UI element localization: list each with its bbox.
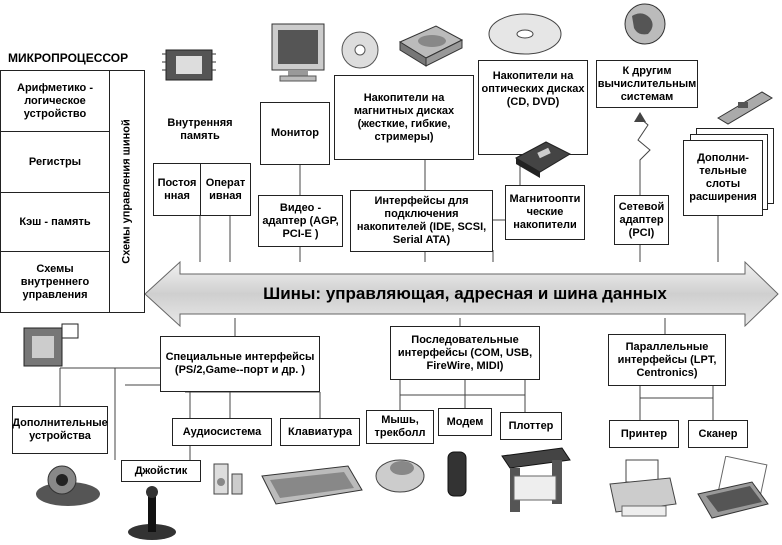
microchip-icon — [23, 323, 79, 367]
device-audio: Аудиосистема — [172, 418, 272, 446]
memory-rom: Постоя нная — [153, 163, 201, 216]
special-interfaces-box: Специальные интерфейсы (PS/2,Game--порт … — [160, 336, 320, 392]
bus-arrow — [144, 260, 779, 328]
cpu-registers: Регистры — [0, 131, 110, 193]
modem-icon — [447, 451, 467, 497]
cpu-registers-label: Регистры — [28, 155, 82, 168]
network-adapter-label: Сетевой адаптер (PCI) — [618, 200, 665, 239]
device-printer: Принтер — [609, 420, 679, 448]
device-printer-label: Принтер — [620, 427, 668, 440]
device-joystick: Джойстик — [121, 460, 201, 482]
network-adapter-box: Сетевой адаптер (PCI) — [614, 195, 669, 245]
memory-rom-label: Постоя нная — [157, 176, 197, 202]
keyboard-icon — [261, 465, 363, 505]
monitor-icon — [271, 23, 325, 82]
memory-ram-label: Операт ивная — [205, 176, 246, 202]
device-mouse: Мышь, трекболл — [366, 410, 434, 444]
memory-title: Внутренняя память — [167, 117, 233, 142]
expansion-slots-label: Дополни- тельные слоты расширения — [689, 152, 757, 203]
monitor-label: Монитор — [271, 127, 319, 139]
floppy-icon — [514, 141, 572, 178]
magnetic-drives-box: Накопители на магнитных дисках (жесткие,… — [334, 75, 474, 160]
special-interfaces-label: Специальные интерфейсы (PS/2,Game--порт … — [165, 351, 315, 376]
video-adapter-box: Видео - адаптер (AGP, PCI-E ) — [258, 195, 343, 247]
cpu-cache: Кэш - память — [0, 192, 110, 252]
cpu-control-label: Схемы внутреннего управления — [20, 262, 90, 301]
cpu-bus-control: Схемы управления шиной — [109, 70, 145, 313]
cpu-cache-label: Кэш - память — [19, 215, 91, 228]
memory-ram: Операт ивная — [200, 163, 251, 216]
parallel-interfaces-box: Параллельные интерфейсы (LPT, Centronics… — [608, 334, 726, 386]
device-additional: Дополнительные устройства — [12, 406, 108, 454]
device-joystick-label: Джойстик — [134, 464, 188, 477]
device-keyboard-label: Клавиатура — [288, 425, 352, 438]
optical-disc-icon — [488, 13, 562, 55]
device-scanner: Сканер — [688, 420, 748, 448]
optical-drives-box: Накопители на оптических дисках (CD, DVD… — [478, 60, 588, 155]
expansion-card-icon — [717, 91, 773, 125]
device-modem: Модем — [438, 408, 492, 436]
drive-interfaces-label: Интерфейсы для подключения накопителей (… — [356, 195, 487, 246]
video-adapter-label: Видео - адаптер (AGP, PCI-E ) — [262, 201, 339, 240]
parallel-interfaces-label: Параллельные интерфейсы (LPT, Centronics… — [617, 340, 717, 379]
cd-icon — [341, 31, 379, 69]
device-plotter: Плоттер — [500, 412, 562, 440]
scanner-icon — [697, 456, 769, 519]
cpu-bus-control-label: Схемы управления шиной — [120, 119, 133, 264]
drive-interfaces-box: Интерфейсы для подключения накопителей (… — [350, 190, 493, 252]
cpu-chip-icon — [162, 49, 216, 81]
speakers-icon — [213, 463, 243, 495]
serial-interfaces-box: Последовательные интерфейсы (COM, USB, F… — [390, 326, 540, 380]
globe-icon — [624, 3, 666, 45]
device-keyboard: Клавиатура — [280, 418, 360, 446]
cpu-alu: Арифметико - логическое устройство — [0, 70, 110, 132]
device-plotter-label: Плоттер — [508, 419, 554, 432]
cpu-alu-label: Арифметико - логическое устройство — [17, 81, 93, 120]
serial-interfaces-label: Последовательные интерфейсы (COM, USB, F… — [397, 333, 533, 372]
magnetic-drives-label: Накопители на магнитных дисках (жесткие,… — [353, 91, 455, 143]
optical-drives-label: Накопители на оптических дисках (CD, DVD… — [481, 70, 585, 108]
cpu-control: Схемы внутреннего управления — [0, 251, 110, 313]
printer-icon — [609, 459, 677, 517]
other-systems-label: К другим вычислительным системам — [597, 64, 697, 103]
other-systems-box: К другим вычислительным системам — [596, 60, 698, 108]
hard-disk-icon — [398, 25, 464, 67]
magneto-optical-label: Магнитоопти ческие накопители — [509, 193, 581, 231]
magneto-optical-box: Магнитоопти ческие накопители — [505, 185, 585, 240]
plotter-icon — [501, 447, 571, 512]
joystick-icon — [128, 486, 176, 540]
cpu-title: МИКРОПРОЦЕССОР — [8, 51, 129, 65]
device-additional-label: Дополнительные устройства — [12, 417, 108, 442]
device-modem-label: Модем — [446, 415, 484, 428]
bus-label: Шины: управляющая, адресная и шина данны… — [263, 284, 667, 303]
device-audio-label: Аудиосистема — [182, 425, 262, 438]
webcam-icon — [36, 465, 100, 506]
mouse-icon — [375, 459, 425, 493]
device-mouse-label: Мышь, трекболл — [374, 414, 426, 439]
device-scanner-label: Сканер — [698, 427, 738, 440]
expansion-slots-box: Дополни- тельные слоты расширения — [683, 140, 763, 216]
monitor-box: Монитор — [260, 102, 330, 165]
